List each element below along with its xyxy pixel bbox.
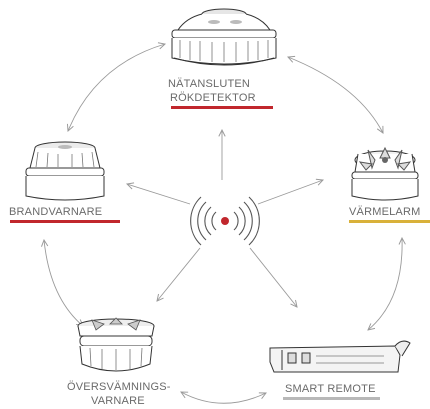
label-smoke-line2: RÖKDETEKTOR [170,92,256,104]
brand-underline [10,220,120,223]
heat-alarm-icon [351,146,419,201]
remote-underline [283,397,380,400]
label-varmelarm: VÄRMELARM [349,206,421,218]
perimeter-connections [44,44,402,404]
arrow-to-brandvarnare [127,184,191,205]
link-smoke-heat [288,57,383,133]
smart-remote-icon [269,340,411,373]
arrow-to-flood-sensor [157,247,201,301]
label-smart-remote: SMART REMOTE [285,383,376,395]
link-smoke-brand [68,44,165,131]
label-brandvarnare: BRANDVARNARE [9,206,103,218]
link-heat-remote [368,238,402,330]
smoke-underline [171,106,273,109]
label-water-line1: ÖVERSVÄMNINGS- [67,381,171,393]
label-water-line2: VARNARE [91,395,145,407]
link-brand-flood [44,240,83,326]
label-smoke-line1: NÄTANSLUTEN [168,78,251,90]
arrow-to-smart-remote [249,247,297,307]
heat-underline [349,220,430,223]
smoke-detector-icon [171,8,277,66]
fire-alarm-icon [25,141,105,201]
wireless-signal-icon [190,196,260,246]
flood-sensor-icon [77,317,155,372]
link-flood-remote [181,392,266,404]
arrow-to-varmelarm [257,180,323,205]
hub-dot [221,217,229,225]
radial-arrows [127,130,323,307]
